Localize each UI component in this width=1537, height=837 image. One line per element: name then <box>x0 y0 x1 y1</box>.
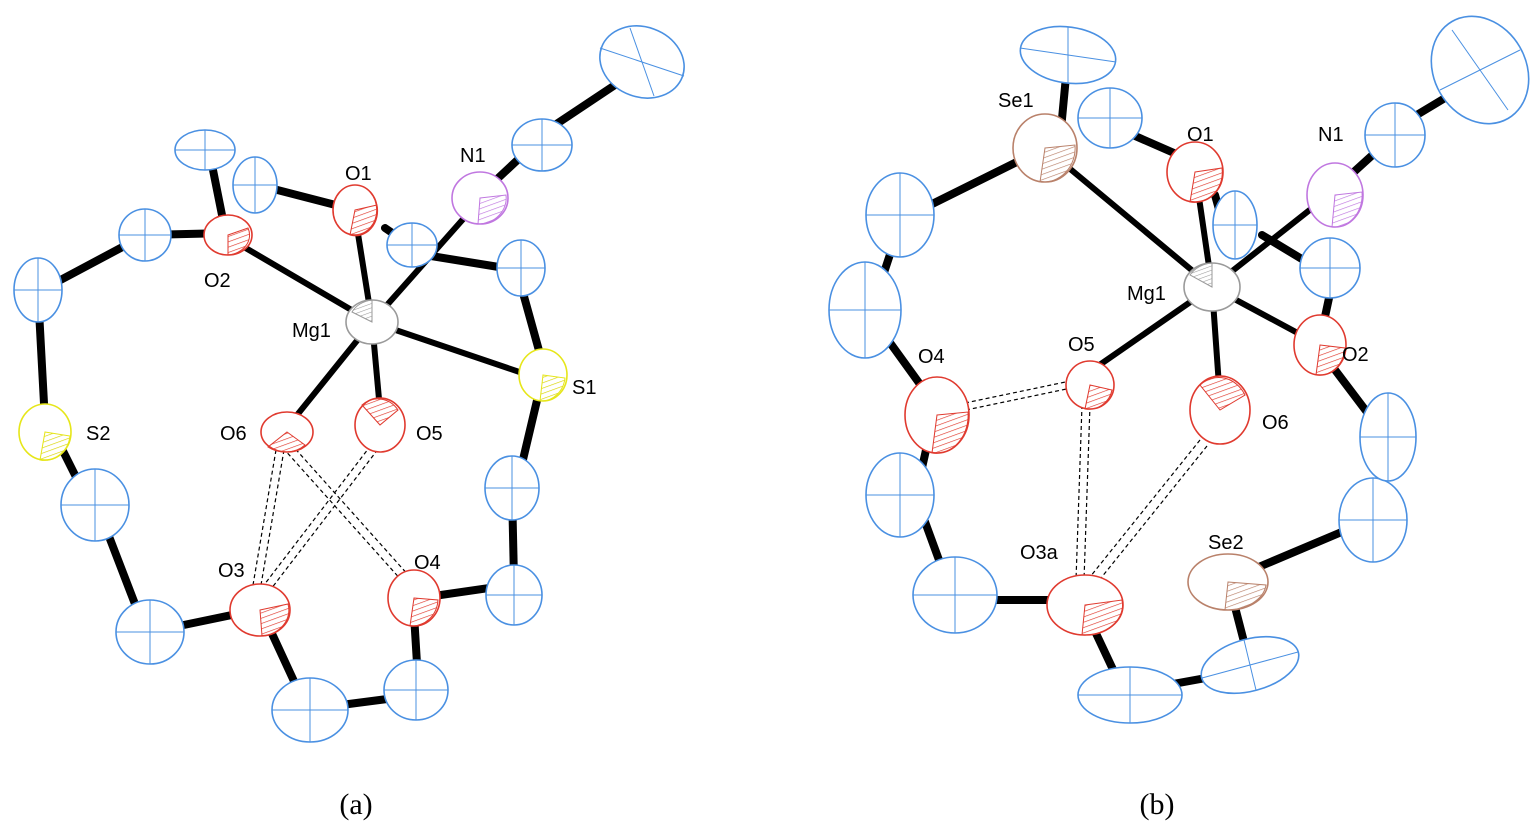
carbon-atoms-b <box>828 15 1530 724</box>
label-o5: O5 <box>1068 334 1095 356</box>
carbon-axes-b <box>829 27 1521 723</box>
label-o4: O4 <box>918 346 945 368</box>
label-o3a: O3a <box>1020 542 1059 564</box>
label-se1: Se1 <box>998 90 1034 112</box>
nitrogen-atom-a <box>451 171 509 225</box>
label-o3: O3 <box>218 560 245 582</box>
sulfur-atoms-a <box>18 348 568 461</box>
caption-b: (b) <box>1140 788 1175 821</box>
magnesium-atom-a <box>345 299 399 345</box>
label-s1: S1 <box>572 377 596 399</box>
label-o1: O1 <box>345 163 372 185</box>
magnesium-atom-b <box>1183 262 1241 312</box>
atom-labels-b: Se1 O1 N1 Mg1 O4 O5 O2 O6 O3a Se2 <box>918 90 1369 564</box>
label-o6: O6 <box>1262 412 1289 434</box>
hydrogen-bonds-b <box>964 379 1208 589</box>
label-o1: O1 <box>1187 124 1214 146</box>
label-se2: Se2 <box>1208 532 1244 554</box>
label-o4: O4 <box>414 552 441 574</box>
oxygen-atoms-a <box>203 184 441 637</box>
label-o2: O2 <box>204 270 231 292</box>
label-mg1: Mg1 <box>1127 283 1166 305</box>
label-mg1: Mg1 <box>292 320 331 342</box>
hydrogen-bonds-a <box>252 439 411 590</box>
label-o5: O5 <box>416 423 443 445</box>
carbon-axes-a <box>14 27 685 742</box>
panel-b: Se1 O1 N1 Mg1 O4 O5 O2 O6 O3a Se2 (b) <box>828 15 1530 821</box>
caption-a: (a) <box>339 788 372 821</box>
nitrogen-atom-b <box>1306 162 1364 228</box>
label-n1: N1 <box>1318 124 1344 146</box>
selenium-atoms-b <box>1012 113 1269 611</box>
atom-labels-a: O1 N1 O2 Mg1 S1 S2 O6 O5 O3 O4 <box>86 145 596 582</box>
label-s2: S2 <box>86 423 110 445</box>
label-o6: O6 <box>220 423 247 445</box>
panel-a: O1 N1 O2 Mg1 S1 S2 O6 O5 O3 O4 (a) <box>13 25 685 821</box>
label-o2: O2 <box>1342 344 1369 366</box>
oxygen-atoms-b <box>904 141 1347 636</box>
label-n1: N1 <box>460 145 486 167</box>
carbon-atom <box>1430 15 1530 125</box>
